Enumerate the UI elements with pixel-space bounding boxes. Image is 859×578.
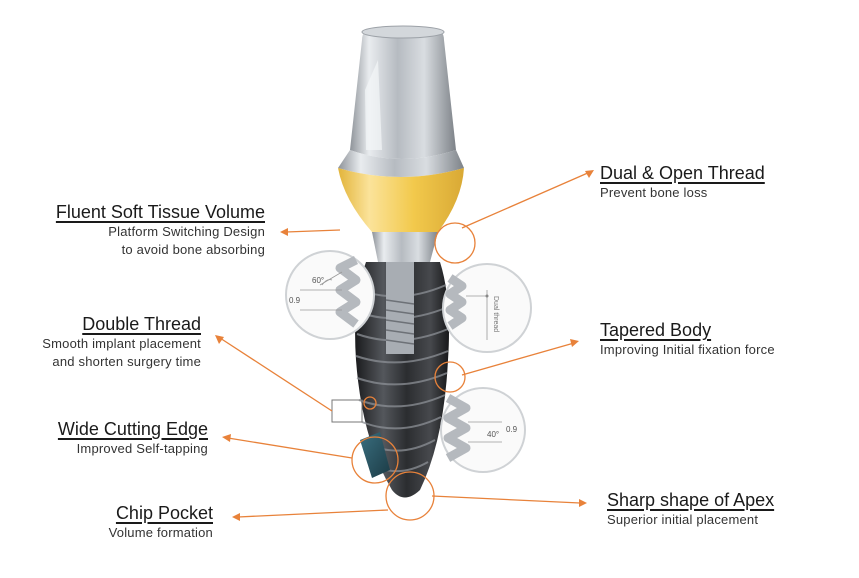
double-thread-desc-1: Smooth implant placement	[42, 336, 201, 351]
arrow-chip	[237, 509, 389, 518]
thread-detail-right-bottom: 40° 0.9	[440, 387, 526, 473]
label-apex: Sharp shape of Apex Superior initial pla…	[607, 489, 774, 529]
arrow-cutting	[227, 437, 353, 459]
callout-circle-cutting	[351, 436, 399, 484]
double-thread-title: Double Thread	[82, 314, 201, 334]
label-dual-open: Dual & Open Thread Prevent bone loss	[600, 162, 765, 202]
dual-open-desc: Prevent bone loss	[600, 185, 708, 200]
pitch-label-left: 0.9	[289, 296, 301, 305]
callout-circle-double	[363, 396, 377, 410]
pitch-label-right: 0.9	[506, 425, 518, 434]
apex-title: Sharp shape of Apex	[607, 490, 775, 510]
abutment	[338, 25, 464, 177]
soft-tissue-desc-1: Platform Switching Design	[108, 224, 265, 239]
callout-box-double	[331, 399, 363, 423]
thread-detail-left: 60° 0.9	[285, 250, 375, 340]
callout-circle-dual-open	[434, 222, 476, 264]
label-tapered: Tapered Body Improving Initial fixation …	[600, 319, 775, 359]
tapered-title: Tapered Body	[600, 320, 712, 340]
chip-pocket-title: Chip Pocket	[115, 503, 213, 523]
callouts	[219, 171, 591, 521]
arrow-double	[219, 337, 333, 412]
soft-tissue-desc-2: to avoid bone absorbing	[121, 242, 265, 257]
arrowheads	[215, 170, 594, 521]
soft-tissue-title: Fluent Soft Tissue Volume	[55, 202, 265, 222]
label-double-thread: Double Thread Smooth implant placement a…	[42, 313, 201, 371]
label-cutting-edge: Wide Cutting Edge Improved Self-tapping	[58, 418, 208, 458]
label-soft-tissue: Fluent Soft Tissue Volume Platform Switc…	[56, 201, 265, 259]
dual-open-title: Dual & Open Thread	[600, 163, 765, 183]
apex-desc: Superior initial placement	[607, 512, 759, 527]
arrow-tapered	[461, 342, 575, 376]
angle-label-left: 60°	[312, 276, 324, 285]
tapered-desc: Improving Initial fixation force	[600, 342, 775, 357]
dual-thread-label: Dual thread	[492, 296, 499, 332]
cutting-edge-desc: Improved Self-tapping	[76, 441, 208, 456]
arrow-soft-tissue	[285, 229, 341, 233]
implant-body	[355, 262, 449, 498]
label-chip-pocket: Chip Pocket Volume formation	[109, 502, 213, 542]
cutting-edge-title: Wide Cutting Edge	[57, 419, 208, 439]
thread-detail-right-top: Dual thread	[442, 263, 532, 353]
angle-label-right: 40°	[487, 430, 499, 439]
arrow-dual-open	[461, 171, 591, 229]
chip-pocket-desc: Volume formation	[108, 525, 213, 540]
callout-circle-tapered	[434, 361, 466, 393]
gingival-collar	[338, 168, 464, 262]
arrow-apex	[431, 495, 581, 504]
double-thread-desc-2: and shorten surgery time	[52, 354, 201, 369]
